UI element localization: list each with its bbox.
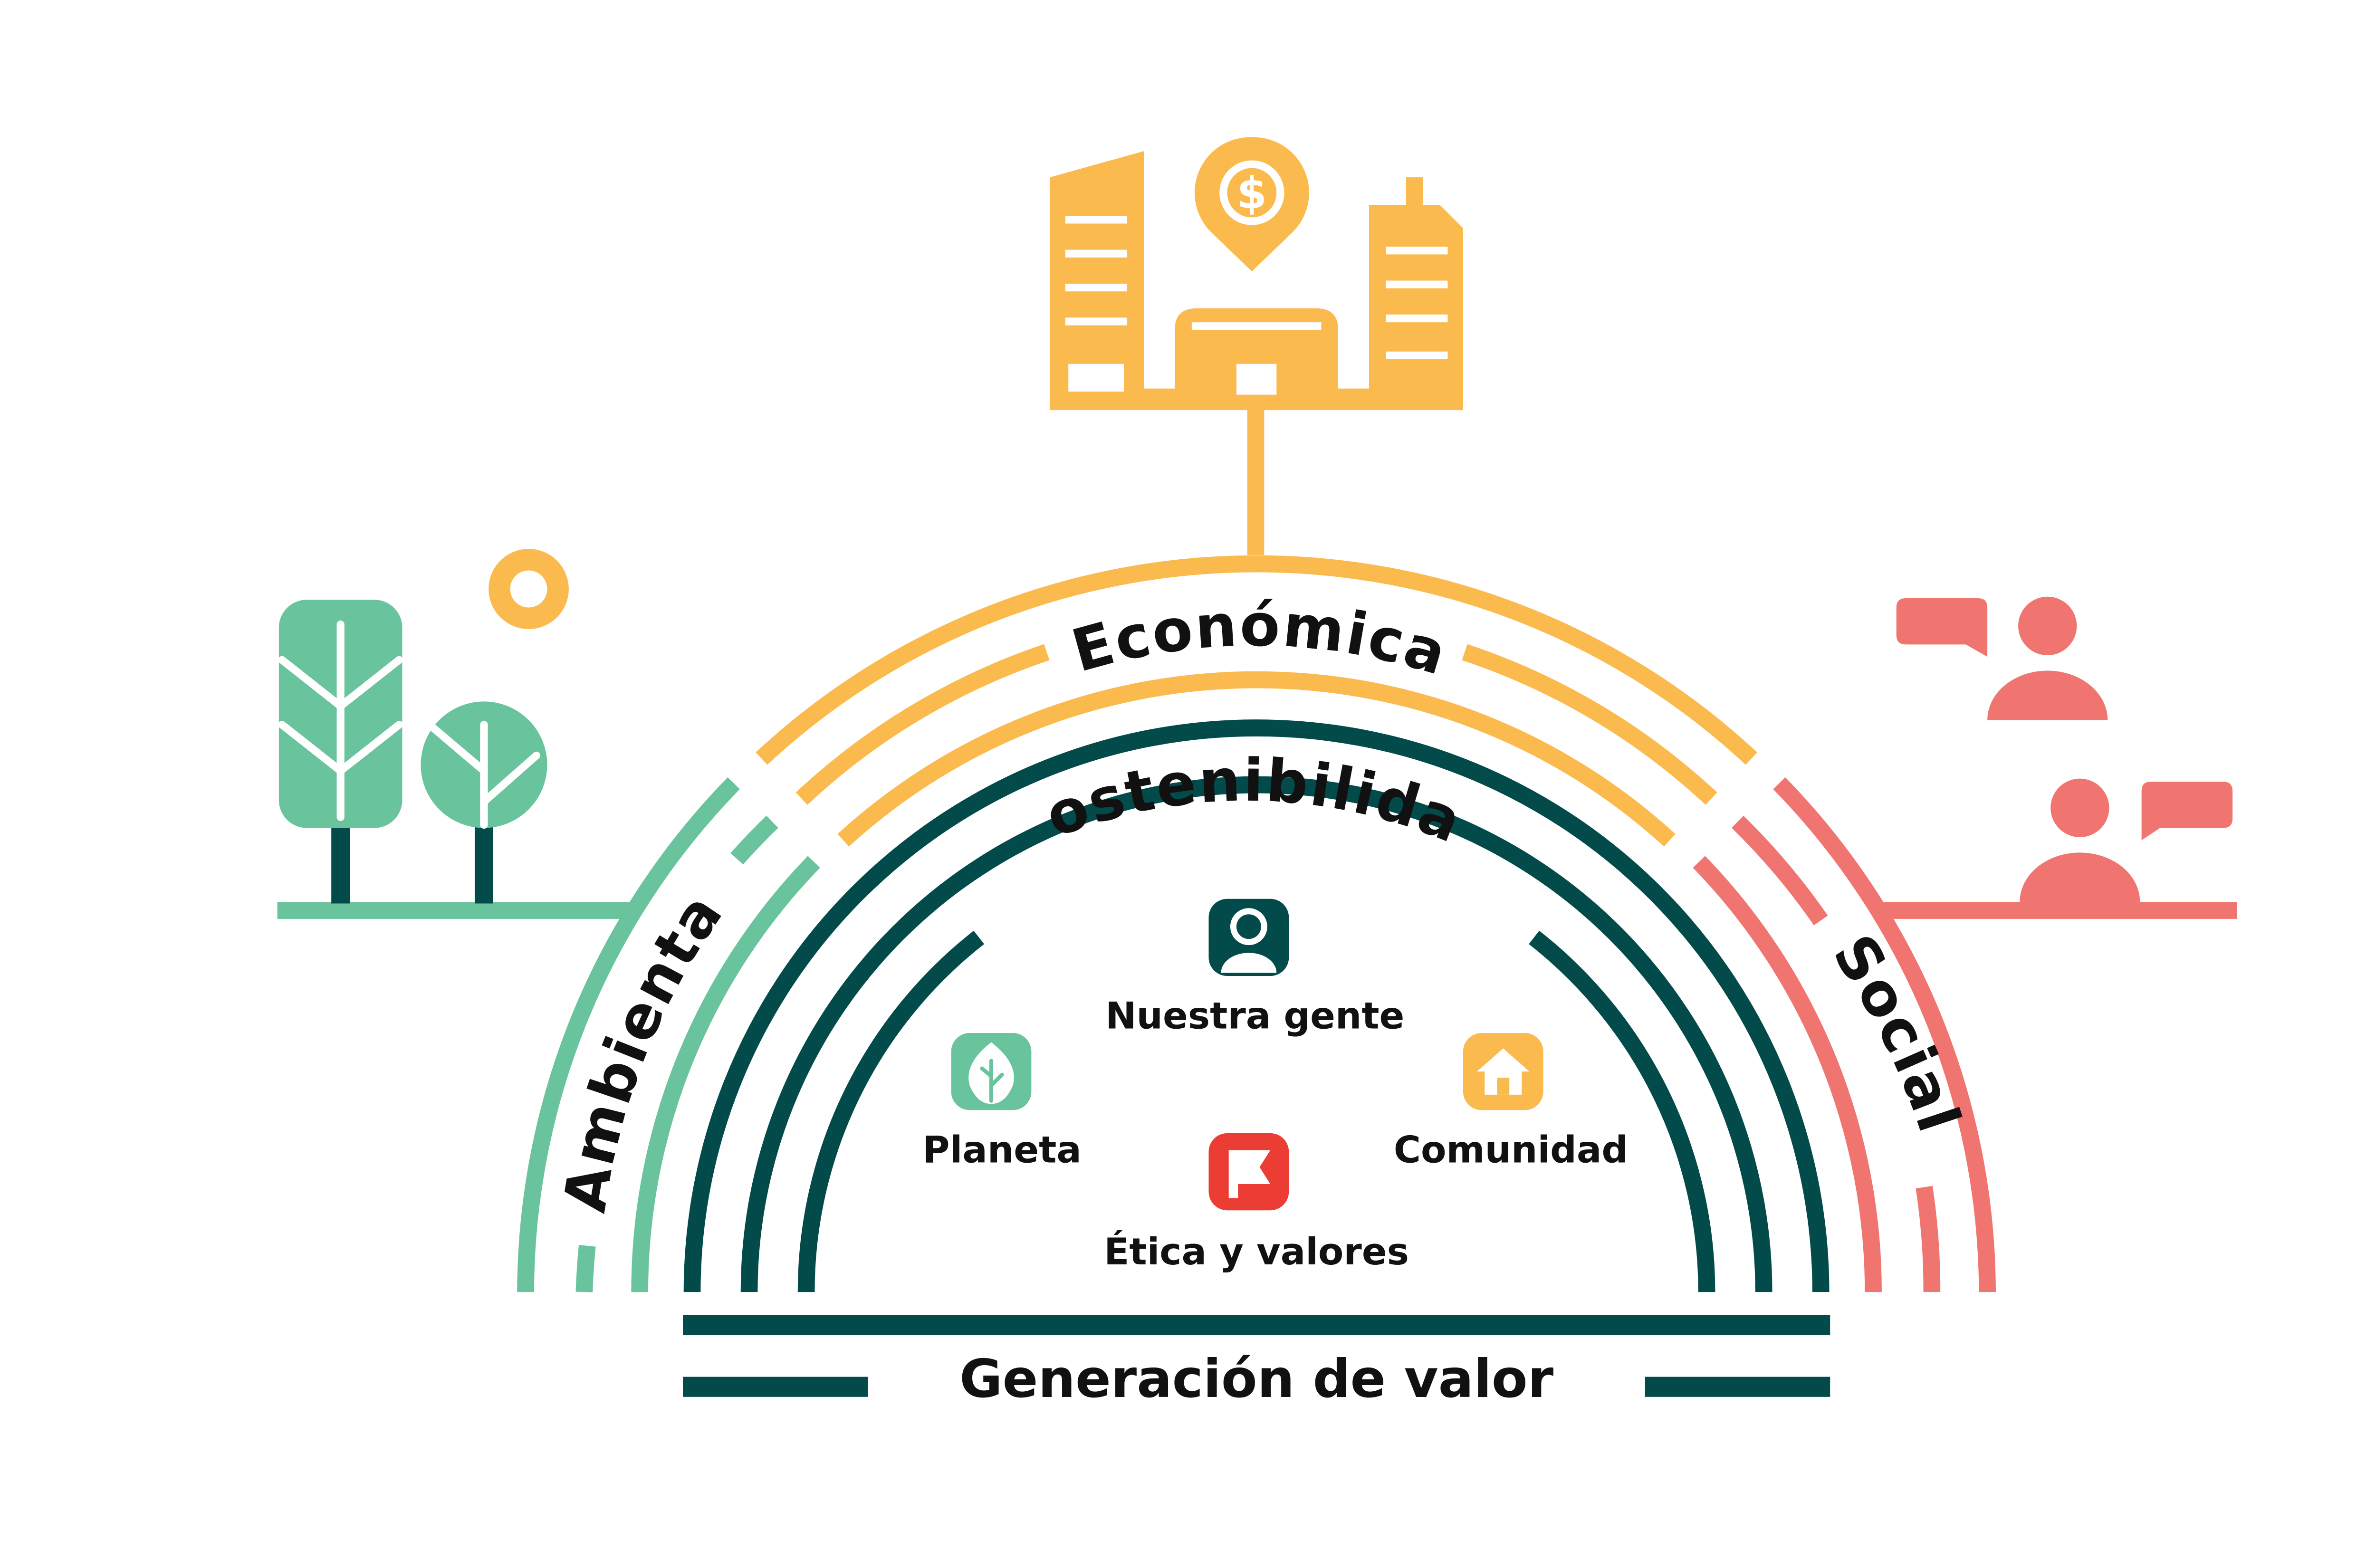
ambiental-arc-outer [517, 777, 740, 1292]
ambiental-arc-mid-a [730, 815, 778, 865]
comunidad-label: Comunidad [1394, 1129, 1628, 1172]
chat-bubble-top [1896, 598, 1988, 657]
home-icon [1463, 1033, 1543, 1110]
ambiental-arc-mid-b [575, 1245, 596, 1292]
ground-line-right [1882, 902, 2237, 919]
ground-line-left [277, 902, 632, 919]
building-left-windows [1065, 216, 1127, 392]
building-right-windows [1386, 247, 1448, 360]
city-connector-line [1247, 407, 1265, 555]
sostenibilidad-arc-mid [740, 776, 1772, 1292]
person-top-body [1987, 670, 2108, 720]
etica-valores-label: Ética y valores [1104, 1230, 1409, 1273]
sostenibilidad-arc-outer [683, 719, 1830, 1292]
person-bottom-head [2050, 778, 2109, 837]
ambiental-arcs [517, 777, 820, 1292]
ambiental-arc-inner [631, 856, 820, 1292]
person-top-head [2018, 596, 2077, 656]
social-arc-mid-b [1916, 1186, 1941, 1292]
base-line-right [1645, 1377, 1830, 1397]
svg-text:$: $ [1237, 169, 1267, 219]
economica-arcs [756, 555, 1757, 847]
chat-bubble-bottom [2141, 782, 2233, 841]
economica-arc-inner [837, 671, 1676, 847]
economica-arc-mid-left [795, 644, 1050, 805]
planeta-label: Planeta [923, 1129, 1082, 1172]
sostenibilidad-arcs [683, 719, 1830, 1292]
social-arc-inner [1693, 856, 1882, 1292]
people-chat-icon [1896, 596, 2233, 902]
dollar-location-pin-icon: $ [1194, 137, 1309, 272]
trees-icon [278, 600, 547, 904]
sostenibilidad-arc-inner-left [797, 930, 985, 1292]
building-left [1050, 151, 1144, 393]
person-icon [1208, 899, 1289, 976]
sostenibilidad-arc-inner-right [1529, 930, 1715, 1292]
person-bottom-body [2020, 852, 2140, 902]
base-line-top [683, 1315, 1830, 1336]
leaf-icon [951, 1033, 1032, 1110]
economica-arc-outer [756, 555, 1757, 765]
economica-arc-mid-right [1462, 644, 1717, 805]
sun-icon [489, 549, 569, 629]
flag-icon [1208, 1133, 1289, 1211]
base-lines [683, 1315, 1830, 1397]
city-buildings-icon: $ [1050, 137, 1463, 555]
base-line-left [683, 1377, 868, 1397]
nuestra-gente-label: Nuestra gente [1105, 994, 1404, 1037]
generacion-valor-label: Generación de valor [959, 1349, 1554, 1410]
social-arcs [1693, 777, 1996, 1292]
social-arc-mid-a [1732, 815, 1828, 926]
social-arc-outer [1773, 777, 1996, 1292]
